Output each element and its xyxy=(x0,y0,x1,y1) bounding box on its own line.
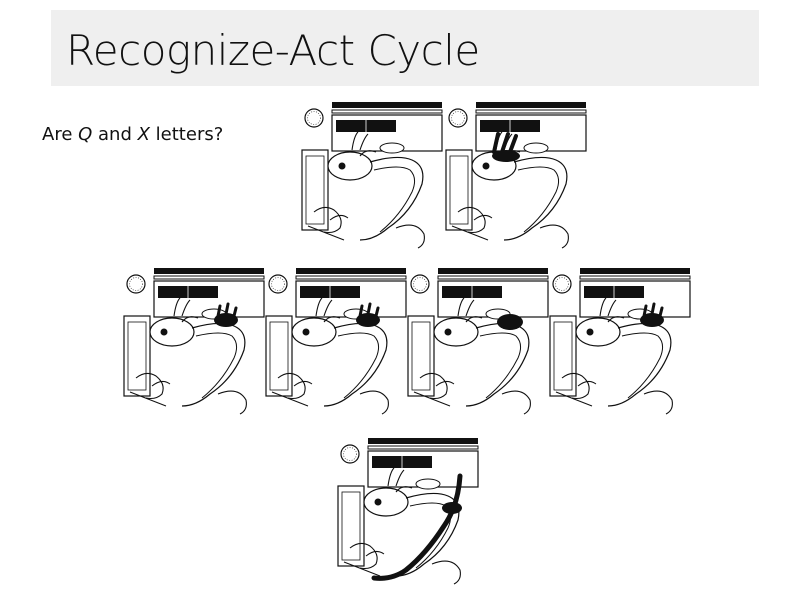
question-mid: and xyxy=(92,124,138,145)
cycle-panel-3 xyxy=(122,266,266,416)
question-text: Are Q and X letters? xyxy=(42,124,223,145)
question-suffix: letters? xyxy=(149,124,224,145)
cycle-panel-4 xyxy=(264,266,408,416)
cycle-panel-2 xyxy=(444,100,588,250)
cycle-panel-7 xyxy=(336,436,480,586)
question-var-q: Q xyxy=(78,124,93,145)
cycle-panel-1 xyxy=(300,100,444,250)
cycle-panel-6 xyxy=(548,266,692,416)
slide-title: Recognize-Act Cycle xyxy=(66,26,480,75)
cycle-panel-5 xyxy=(406,266,550,416)
question-prefix: Are xyxy=(42,124,79,145)
title-bar xyxy=(51,10,759,86)
question-var-x: X xyxy=(137,124,150,145)
